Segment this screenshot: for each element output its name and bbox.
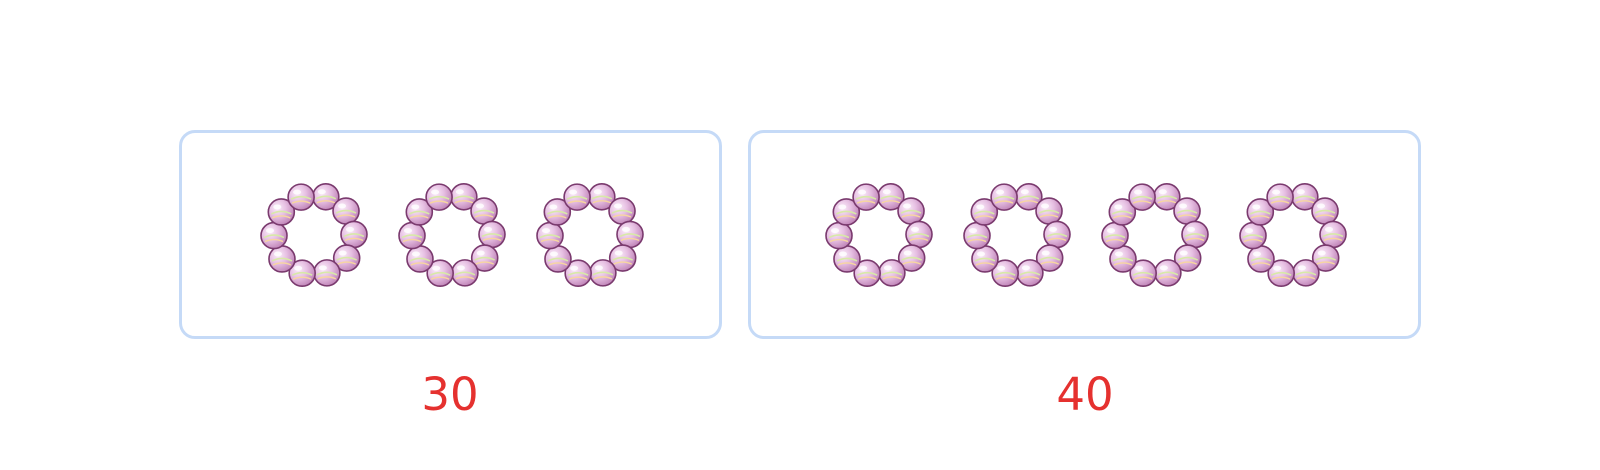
bead-ring-icon (1101, 182, 1209, 288)
bead-icon (405, 198, 434, 226)
bead-icon (340, 220, 368, 249)
bead-icon (543, 198, 572, 226)
bead-icon (878, 259, 906, 287)
bead-icon (478, 220, 506, 249)
bead-icon (1311, 244, 1340, 272)
bead-ring-icon (963, 182, 1071, 288)
bead-icon (832, 198, 861, 226)
bead-icon (426, 259, 454, 288)
bead-icon (563, 183, 591, 211)
bead-icon (267, 198, 296, 226)
bead-ring-icon (825, 182, 933, 288)
bead-icon (470, 197, 498, 225)
bead-icon (833, 245, 861, 273)
bead-icon (1101, 221, 1129, 250)
bead-icon (905, 220, 933, 249)
count-label-right: 40 (1056, 368, 1114, 421)
bead-icon (1266, 183, 1294, 211)
bead-icon (971, 245, 999, 273)
bead-icon (564, 259, 592, 288)
bead-icon (1239, 221, 1267, 250)
bead-ring-icon (536, 182, 644, 288)
group-box-right (748, 130, 1421, 339)
bead-icon (425, 183, 453, 211)
bead-icon (852, 183, 880, 211)
bead-icon (1153, 182, 1181, 211)
bead-icon (470, 244, 499, 272)
bead-icon (1109, 245, 1137, 273)
bead-icon (990, 183, 1018, 211)
bead-icon (1016, 259, 1044, 287)
bead-icon (825, 221, 853, 250)
bead-icon (1173, 197, 1201, 225)
bead-icon (536, 221, 564, 250)
bead-icon (853, 259, 881, 288)
bead-icon (963, 221, 991, 250)
bead-icon (451, 259, 479, 287)
bead-icon (1128, 183, 1156, 211)
bead-icon (1043, 220, 1071, 249)
group-box-left (179, 130, 722, 339)
bead-icon (1108, 198, 1137, 226)
bead-icon (970, 198, 999, 226)
bead-icon (589, 259, 617, 287)
bead-icon (1154, 259, 1182, 287)
bead-icon (260, 221, 288, 250)
bead-icon (332, 244, 361, 272)
bead-icon (1181, 220, 1209, 249)
bead-icon (544, 245, 572, 273)
bead-ring-icon (260, 182, 368, 288)
bead-icon (897, 197, 925, 225)
bead-icon (588, 182, 616, 211)
bead-icon (616, 220, 644, 249)
bead-ring-icon (1239, 182, 1347, 288)
bead-icon (897, 244, 926, 272)
bead-icon (1035, 197, 1063, 225)
bead-icon (287, 183, 315, 211)
bead-icon (608, 244, 637, 272)
bead-icon (1246, 198, 1275, 226)
bead-icon (268, 245, 296, 273)
bead-icon (1173, 244, 1202, 272)
bead-icon (1267, 259, 1295, 288)
bead-icon (406, 245, 434, 273)
bead-icon (1292, 259, 1320, 287)
bead-ring-icon (398, 182, 506, 288)
bead-icon (1129, 259, 1157, 288)
bead-icon (332, 197, 360, 225)
count-label-left: 30 (421, 368, 479, 421)
bead-icon (288, 259, 316, 288)
bead-icon (398, 221, 426, 250)
bead-icon (608, 197, 636, 225)
bead-icon (991, 259, 1019, 288)
bead-icon (1247, 245, 1275, 273)
bead-icon (1311, 197, 1339, 225)
bead-icon (1319, 220, 1347, 249)
bead-icon (313, 259, 341, 287)
bead-icon (1035, 244, 1064, 272)
